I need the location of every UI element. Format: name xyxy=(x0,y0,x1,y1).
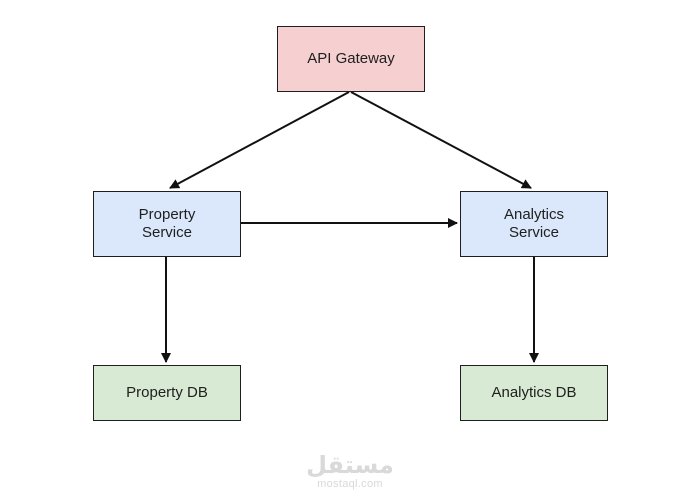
edge-gateway-to-analytics-service xyxy=(350,91,532,189)
analytics-service-node: Analytics Service xyxy=(460,191,608,257)
property-db-label: Property DB xyxy=(126,384,208,401)
analytics-db-label: Analytics DB xyxy=(491,384,577,401)
edge-gateway-to-property-service xyxy=(169,91,350,189)
property-service-node: Property Service xyxy=(93,191,241,257)
watermark-url: mostaql.com xyxy=(317,478,383,490)
watermark-logo: مستقل xyxy=(306,451,394,479)
api-gateway-label: API Gateway xyxy=(307,50,395,67)
property-db-node: Property DB xyxy=(93,365,241,421)
api-gateway-node: API Gateway xyxy=(277,26,425,92)
property-service-label: Property Service xyxy=(138,206,196,241)
analytics-db-node: Analytics DB xyxy=(460,365,608,421)
watermark: مستقل mostaql.com xyxy=(300,452,400,491)
analytics-service-label: Analytics Service xyxy=(503,206,565,241)
